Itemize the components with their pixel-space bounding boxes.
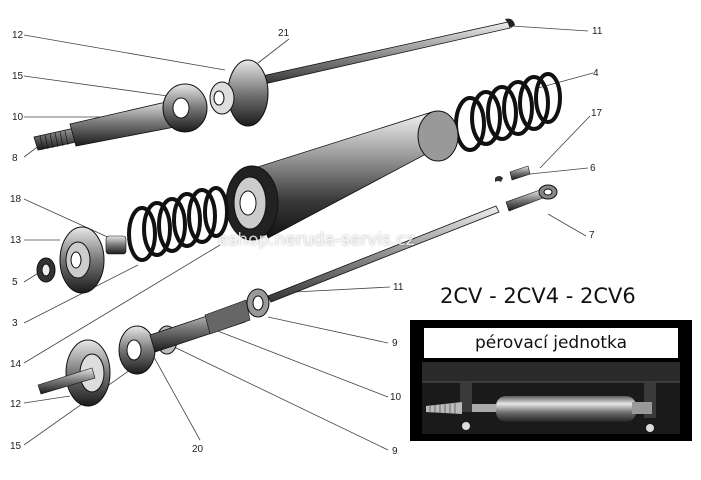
- callout-18: 18: [10, 194, 22, 205]
- photo-caption: pérovací jednotka: [424, 328, 678, 358]
- callout-10b: 10: [390, 392, 402, 403]
- callout-10a: 10: [12, 112, 24, 123]
- callout-15a: 15: [12, 71, 24, 82]
- product-title: 2CV - 2CV4 - 2CV6: [440, 284, 636, 308]
- callout-3: 3: [12, 318, 18, 329]
- suspension-cylinder: [225, 110, 459, 241]
- callout-14: 14: [10, 359, 22, 370]
- tie-rod-upper: [261, 18, 515, 85]
- callout-15b: 15: [10, 441, 22, 452]
- product-photo-panel: pérovací jednotka: [410, 320, 692, 441]
- callout-12b: 12: [10, 399, 22, 410]
- callout-labels: 12 21 11 15 4 10 17 8 6 18 7 13 5 11 3 9…: [10, 26, 603, 457]
- upper-rod-end-assembly: [33, 59, 269, 151]
- lower-mount-parts: [36, 226, 127, 294]
- suspension-unit-photo: [422, 362, 680, 434]
- spring-lower: [127, 186, 229, 262]
- callout-9a: 9: [392, 338, 398, 349]
- spring-upper: [454, 72, 562, 152]
- callout-13: 13: [10, 235, 22, 246]
- small-parts: [495, 165, 558, 212]
- callout-12a: 12: [12, 30, 24, 41]
- callout-8: 8: [12, 153, 18, 164]
- callout-11a: 11: [592, 26, 603, 37]
- callout-9b: 9: [392, 446, 398, 457]
- callout-6: 6: [590, 163, 596, 174]
- callout-20: 20: [192, 444, 204, 455]
- tie-rod-lower: [267, 205, 500, 303]
- callout-11b: 11: [393, 282, 404, 293]
- watermark-text: eshop.neruda-servis.cz: [218, 230, 415, 250]
- callout-4: 4: [593, 68, 599, 79]
- callout-5: 5: [12, 277, 18, 288]
- callout-21: 21: [278, 28, 290, 39]
- callout-17: 17: [591, 108, 603, 119]
- callout-7: 7: [589, 230, 595, 241]
- lower-rod-end-assembly: [37, 288, 270, 407]
